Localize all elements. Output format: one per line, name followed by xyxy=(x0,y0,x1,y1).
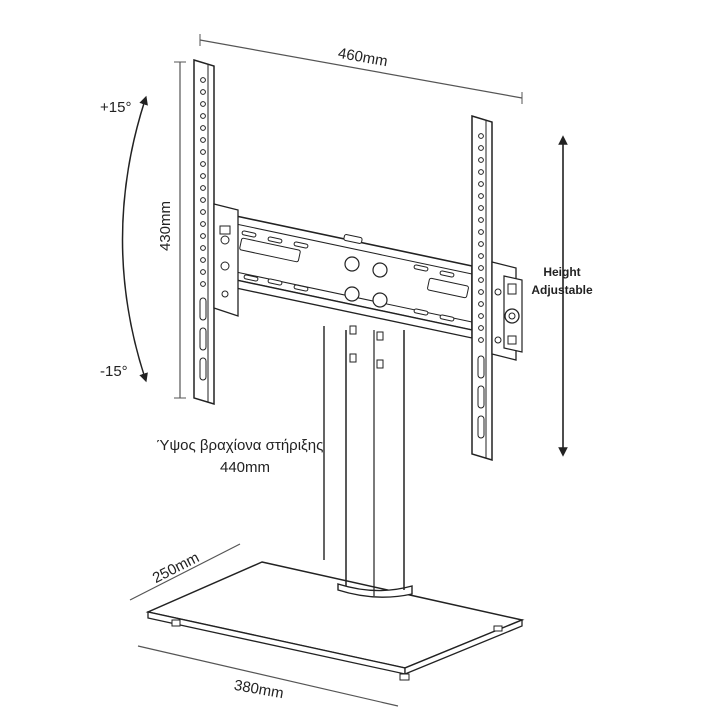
height-adjustable-indicator: Height Adjustable xyxy=(531,135,593,457)
height-label: 430mm xyxy=(157,201,174,251)
left-arm-holes xyxy=(199,77,207,381)
right-bracket-arm xyxy=(471,114,523,462)
mounting-plate xyxy=(235,215,473,339)
height-dimension: 430mm xyxy=(157,61,186,399)
tilt-up-label: +15° xyxy=(100,99,131,116)
height-adjustable-line1: Height xyxy=(543,265,580,279)
arm-height-caption: Ύψος βραχίονα στήριξης xyxy=(157,437,324,454)
support-column xyxy=(323,325,413,598)
tilt-down-label: -15° xyxy=(100,363,128,380)
left-bracket-arm xyxy=(193,58,239,406)
base-width-label: 380mm xyxy=(233,677,285,702)
tilt-indicator: +15° -15° xyxy=(100,95,148,383)
base-plate xyxy=(145,561,525,681)
width-dimension: 460mm xyxy=(199,34,523,104)
base-depth-label: 250mm xyxy=(150,549,202,587)
arm-height-value: 440mm xyxy=(220,459,270,476)
right-arm-holes xyxy=(477,133,485,439)
height-adjustable-line2: Adjustable xyxy=(531,283,593,297)
